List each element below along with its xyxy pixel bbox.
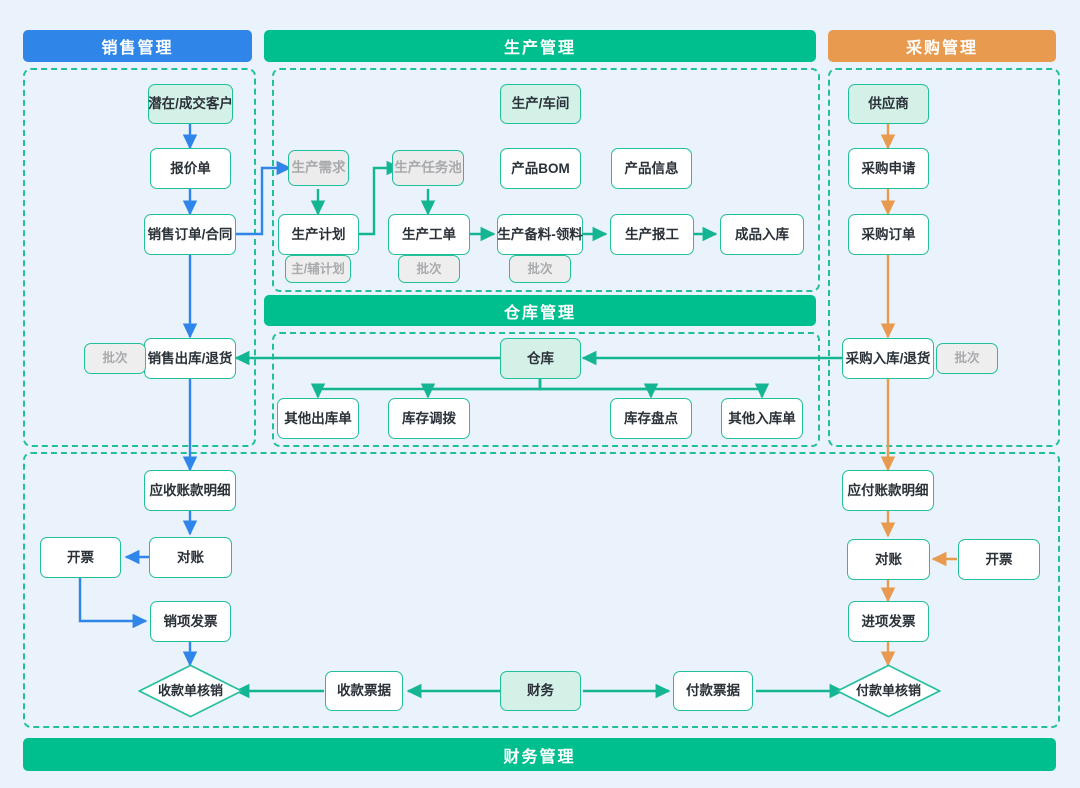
node-product-bom[interactable]: 产品BOM [500, 148, 581, 189]
node-label: 生产报工 [625, 226, 679, 242]
header-bar-procurement: 采购管理 [828, 30, 1056, 62]
group-warehouse [272, 332, 820, 447]
node-label: 产品BOM [511, 160, 570, 176]
node-ap-invoicing[interactable]: 开票 [958, 539, 1040, 580]
node-label: 销项发票 [163, 613, 218, 629]
node-label: 生产需求 [291, 160, 346, 176]
node-label: 库存盘点 [624, 410, 678, 426]
node-ar-reconciliation[interactable]: 对账 [149, 537, 232, 578]
node-label: 开票 [67, 549, 94, 565]
node-quotation[interactable]: 报价单 [150, 148, 231, 189]
header-bar-finance: 财务管理 [23, 738, 1056, 771]
node-payable-detail[interactable]: 应付账款明细 [842, 470, 934, 511]
node-label: 对账 [875, 551, 902, 567]
node-other-inbound[interactable]: 其他入库单 [721, 398, 803, 439]
node-product-info[interactable]: 产品信息 [611, 148, 692, 189]
node-purchase-order[interactable]: 采购订单 [848, 214, 929, 255]
node-payment-settlement[interactable]: 付款单核销 [836, 664, 941, 718]
header-label-finance: 财务管理 [503, 748, 576, 766]
node-sales-order[interactable]: 销售订单/合同 [144, 214, 236, 255]
node-label: 其他入库单 [728, 410, 796, 426]
node-production-workshop[interactable]: 生产/车间 [500, 84, 581, 124]
node-label: 生产计划 [291, 226, 346, 242]
node-production-task-pool[interactable]: 生产任务池 [392, 150, 464, 186]
node-label: 收款票据 [337, 683, 391, 699]
node-finance-core[interactable]: 财务 [500, 671, 581, 711]
node-output-invoice[interactable]: 销项发票 [150, 601, 231, 642]
header-label-procurement: 采购管理 [905, 40, 978, 57]
header-bar-production: 生产管理 [264, 30, 816, 62]
diamond-outline-icon [836, 664, 941, 718]
node-sales-outbound-return[interactable]: 销售出库/退货 [144, 338, 236, 379]
node-receipt-settlement[interactable]: 收款单核销 [138, 664, 243, 718]
node-label: 生产/车间 [511, 96, 570, 112]
node-tag-sales-batch[interactable]: 批次 [84, 343, 146, 374]
node-label: 对账 [177, 549, 204, 565]
node-tag-work-order-batch[interactable]: 批次 [398, 255, 460, 283]
node-stock-count[interactable]: 库存盘点 [610, 398, 692, 439]
node-label: 应付账款明细 [847, 482, 929, 498]
node-label: 成品入库 [735, 226, 789, 242]
node-label: 生产任务池 [394, 160, 462, 176]
node-label: 其他出库单 [284, 410, 352, 426]
header-label-production: 生产管理 [503, 40, 576, 57]
node-label: 财务 [527, 683, 554, 699]
node-production-plan[interactable]: 生产计划 [278, 214, 359, 255]
node-input-invoice[interactable]: 进项发票 [848, 601, 929, 642]
node-ap-reconciliation[interactable]: 对账 [847, 539, 930, 580]
node-purchase-requisition[interactable]: 采购申请 [848, 148, 929, 189]
node-label: 主/辅计划 [291, 261, 345, 276]
node-label: 批次 [416, 261, 442, 276]
node-payment-voucher[interactable]: 付款票据 [673, 671, 753, 711]
node-tag-picking-batch[interactable]: 批次 [509, 255, 571, 283]
node-label: 供应商 [868, 96, 909, 112]
node-label: 仓库 [527, 350, 554, 366]
node-customer[interactable]: 潜在/成交客户 [148, 84, 233, 124]
node-label: 采购订单 [861, 226, 916, 242]
header-bar-warehouse: 仓库管理 [264, 295, 816, 326]
node-label: 开票 [985, 551, 1013, 567]
group-finance [23, 452, 1060, 728]
node-label: 销售订单/合同 [147, 226, 233, 242]
node-label: 进项发票 [861, 613, 916, 629]
node-supplier[interactable]: 供应商 [848, 84, 929, 124]
node-other-outbound[interactable]: 其他出库单 [277, 398, 359, 439]
node-label: 销售出库/退货 [147, 350, 233, 366]
group-procurement [828, 68, 1060, 447]
diamond-outline-icon [138, 664, 243, 718]
header-label-warehouse: 仓库管理 [503, 304, 576, 322]
node-receipt-voucher[interactable]: 收款票据 [325, 671, 403, 711]
node-label: 批次 [954, 351, 980, 366]
node-purchase-inbound-return[interactable]: 采购入库/退货 [842, 338, 934, 379]
node-label: 潜在/成交客户 [148, 96, 233, 112]
node-label: 生产工单 [402, 226, 456, 242]
node-label: 应收账款明细 [149, 482, 231, 498]
header-bar-sales: 销售管理 [23, 30, 252, 62]
node-label: 付款单核销 [855, 682, 921, 698]
node-finished-goods-inbound[interactable]: 成品入库 [720, 214, 804, 255]
node-receivable-detail[interactable]: 应收账款明细 [144, 470, 236, 511]
node-label: 批次 [102, 351, 128, 366]
node-label: 采购入库/退货 [845, 350, 931, 366]
node-label: 报价单 [170, 160, 211, 176]
node-ar-invoicing[interactable]: 开票 [40, 537, 121, 578]
node-label: 产品信息 [624, 160, 679, 176]
node-tag-main-sub-plan[interactable]: 主/辅计划 [285, 255, 351, 283]
node-label: 收款单核销 [157, 682, 223, 698]
node-warehouse[interactable]: 仓库 [500, 338, 581, 379]
node-production-work-order[interactable]: 生产工单 [388, 214, 470, 255]
node-stock-transfer[interactable]: 库存调拨 [388, 398, 470, 439]
node-label: 批次 [527, 261, 553, 276]
node-production-reporting[interactable]: 生产报工 [610, 214, 694, 255]
header-label-sales: 销售管理 [101, 40, 174, 57]
node-label: 付款票据 [686, 683, 740, 699]
node-tag-purchase-batch[interactable]: 批次 [936, 343, 998, 374]
node-label: 生产备料-领料 [497, 226, 583, 242]
node-label: 库存调拨 [402, 410, 456, 426]
node-label: 采购申请 [861, 160, 916, 176]
group-sales [23, 68, 256, 447]
node-production-material-picking[interactable]: 生产备料-领料 [497, 214, 583, 255]
node-production-demand[interactable]: 生产需求 [288, 150, 349, 186]
